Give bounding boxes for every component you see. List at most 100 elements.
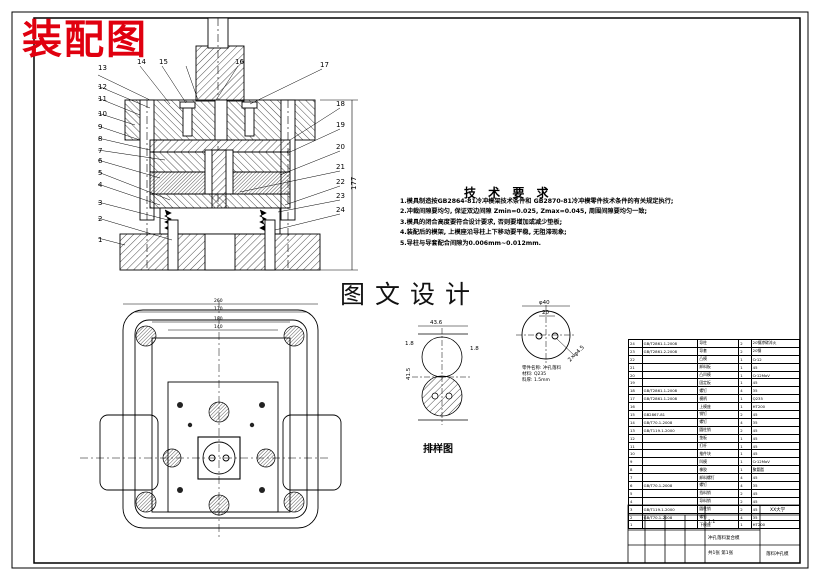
bom-cell — [641, 520, 699, 530]
bom-cell: HT200 — [750, 520, 801, 530]
bom-cell: 8 — [628, 465, 643, 475]
bom-cell: 导柱 — [697, 339, 740, 348]
bom-cell: 打杆 — [697, 441, 740, 451]
bom-cell: 19 — [628, 378, 643, 388]
bom-cell: 螺钉 — [697, 481, 740, 490]
bom-cell: 22 — [628, 354, 643, 364]
bom-cell: 35 — [750, 417, 801, 427]
bom-cell: 1 — [738, 362, 752, 372]
bom-cell: 螺钉 — [697, 386, 740, 396]
strip-layout-label: 排样图 — [423, 444, 453, 455]
bom-cell: GB/T70.1-2008 — [641, 481, 699, 490]
bom-cell: 45 — [750, 425, 801, 435]
bom-cell: 2 — [738, 425, 752, 435]
balloon-9: 9 — [98, 123, 102, 131]
bom-cell: Cr12 — [750, 354, 801, 364]
bom-cell: GB/T2861.1-2008 — [641, 394, 699, 404]
inner-border — [33, 17, 801, 564]
part-note-name: 零件名称: 冲孔落料 — [522, 366, 561, 371]
bom-cell: 24 — [628, 339, 643, 348]
bom-cell: 4 — [628, 496, 643, 506]
bom-cell: 45 — [750, 410, 801, 419]
part-notes: 零件名称: 冲孔落料 材料: Q235 料厚: 1.5mm — [522, 366, 561, 384]
bom-cell — [641, 378, 699, 388]
balloon-24: 24 — [336, 206, 345, 214]
plan-dim-3: 180 — [214, 316, 223, 322]
strip-layout-drawing — [412, 325, 472, 425]
title-block-company: XX大学 — [770, 508, 786, 513]
bom-cell: HT200 — [750, 402, 801, 412]
bom-cell: 凸凹模 — [697, 370, 740, 380]
bom-cell: 21 — [628, 362, 643, 372]
bom-cell: GB2867-81 — [641, 410, 699, 419]
bom-cell: 销钉 — [697, 410, 740, 419]
bom-cell: 23 — [628, 346, 643, 356]
bom-cell: 2 — [738, 346, 752, 356]
bom-cell: 45 — [750, 378, 801, 388]
bom-cell: 45 — [750, 449, 801, 459]
part-note-material: 材料: Q235 — [522, 372, 547, 377]
bom-cell: 螺钉 — [697, 512, 740, 522]
part-dim-diameter: φ40 — [539, 300, 550, 306]
bom-cell: 圆柱销 — [697, 425, 740, 435]
balloon-22: 22 — [336, 178, 345, 186]
bom-cell: 16 — [628, 402, 643, 412]
bom-cell: 下模座 — [697, 520, 740, 530]
plan-view-dims: 260 170 180 140 — [214, 298, 223, 330]
bom-cell: 18 — [628, 386, 643, 396]
bom-cell: GB/T70.1-2008 — [641, 417, 699, 427]
bom-cell: 15 — [628, 410, 643, 419]
height-dimension: 177 — [350, 177, 358, 190]
bom-cell: 4 — [738, 512, 752, 522]
bom-cell: 导套 — [697, 346, 740, 356]
balloon-14: 14 — [137, 58, 146, 66]
bom-cell — [641, 402, 699, 412]
drawing-title: 装配图 — [22, 17, 148, 63]
strip-dim-left: 1.8 — [405, 341, 414, 347]
bom-cell — [641, 488, 699, 498]
bom-cell: 1 — [738, 402, 752, 412]
bom-cell: 橡胶 — [697, 465, 740, 475]
outer-border — [11, 11, 809, 569]
bom-cell: 2 — [628, 512, 643, 522]
title-block-drawing-name: 冲孔落料复合模 — [708, 536, 740, 541]
balloon-23: 23 — [336, 192, 345, 200]
bom-cell: 1 — [738, 520, 752, 530]
balloon-16: 16 — [235, 58, 244, 66]
balloon-21: 21 — [336, 163, 345, 171]
plan-dim-2: 170 — [214, 306, 223, 312]
tech-requirements-title: 技 术 要 求 — [464, 186, 553, 200]
bom-cell: 13 — [628, 425, 643, 435]
balloon-12: 12 — [98, 83, 107, 91]
title-block-drawing-no: 落料冲孔模 — [766, 552, 789, 557]
bom-cell: 挡料销 — [697, 488, 740, 498]
bom-cell — [641, 465, 699, 475]
bom-cell — [641, 433, 699, 443]
bom-cell: 模柄 — [697, 394, 740, 404]
part-drawing — [516, 305, 576, 365]
bom-cell: 20钢 — [750, 346, 801, 356]
bom-cell: 1 — [738, 433, 752, 443]
bom-cell: 45 — [750, 441, 801, 451]
strip-dim-pitch: 41.5 — [406, 367, 412, 380]
bom-cell: 1 — [738, 457, 752, 467]
bom-cell: 2 — [738, 496, 752, 506]
bom-cell: 14 — [628, 417, 643, 427]
balloon-1: 1 — [98, 236, 102, 244]
balloon-5: 5 — [98, 169, 102, 177]
bom-cell: 20钢渗碳淬火 — [750, 339, 801, 348]
bom-cell: Q235 — [750, 394, 801, 404]
plan-view — [80, 300, 342, 540]
bom-cell: 5 — [628, 488, 643, 498]
bom-cell: 固定板 — [697, 378, 740, 388]
